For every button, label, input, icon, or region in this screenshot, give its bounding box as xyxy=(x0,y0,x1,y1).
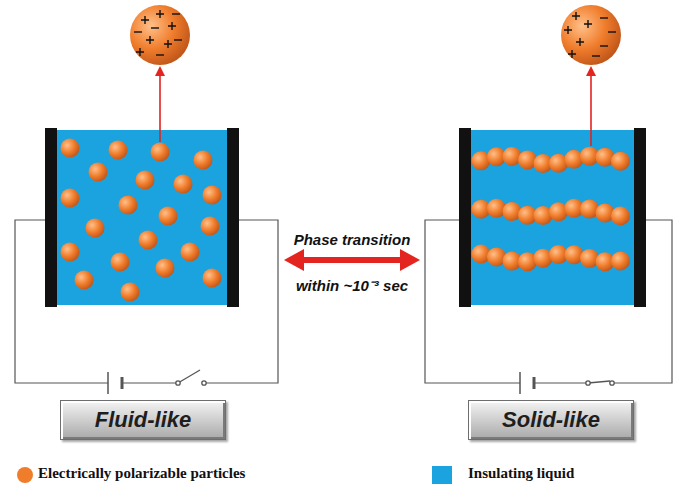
battery-symbol xyxy=(108,372,534,394)
zoom-particle xyxy=(130,5,621,65)
particle xyxy=(86,219,105,238)
transition-label: Phase transition xyxy=(294,231,411,248)
plus-sign xyxy=(164,40,172,48)
cell xyxy=(45,128,646,307)
charge-signs xyxy=(134,10,616,58)
particle xyxy=(121,283,140,302)
switch-symbol xyxy=(176,370,614,385)
legend-swatch xyxy=(432,466,452,484)
particle xyxy=(89,163,108,182)
minus-sign xyxy=(608,31,616,32)
minus-sign xyxy=(151,27,159,28)
plus-sign xyxy=(568,50,576,58)
particle xyxy=(203,269,222,288)
particle xyxy=(151,143,170,162)
particle xyxy=(611,152,630,171)
legend-text: Insulating liquid xyxy=(468,465,574,482)
minus-sign xyxy=(134,31,142,32)
minus-sign xyxy=(600,45,608,46)
state-label: Fluid-like xyxy=(95,407,192,433)
particle xyxy=(61,139,80,158)
zoom-arrow xyxy=(155,66,596,146)
particle xyxy=(611,251,630,270)
particle xyxy=(159,207,178,226)
state-label: Solid-like xyxy=(502,407,600,433)
particle xyxy=(61,243,80,262)
state-label-box: Solid-like xyxy=(468,400,634,440)
minus-sign xyxy=(592,55,600,56)
particle xyxy=(75,271,94,290)
plus-sign xyxy=(156,10,164,18)
plus-sign xyxy=(576,38,584,46)
legend-swatch xyxy=(17,467,33,483)
plus-sign xyxy=(168,22,176,30)
minus-sign xyxy=(174,39,182,40)
particle xyxy=(174,175,193,194)
plus-sign xyxy=(146,36,154,44)
particle xyxy=(61,189,80,208)
legend-text: Electrically polarizable particles xyxy=(38,465,245,482)
state-label-box: Fluid-like xyxy=(60,400,226,440)
plus-sign xyxy=(572,12,580,20)
particle xyxy=(611,206,630,225)
minus-sign xyxy=(172,13,180,14)
particle xyxy=(109,141,128,160)
minus-sign xyxy=(156,54,164,55)
particle xyxy=(139,231,158,250)
transition-label: within ~10⁻³ sec xyxy=(296,275,408,295)
particle xyxy=(156,259,175,278)
particle xyxy=(111,253,130,272)
particle xyxy=(203,186,222,205)
minus-sign xyxy=(600,17,608,18)
particle xyxy=(181,243,200,262)
particle xyxy=(119,196,138,215)
particles xyxy=(61,139,631,302)
plus-sign xyxy=(584,20,592,28)
particle xyxy=(201,217,220,236)
particle xyxy=(194,151,213,170)
particle xyxy=(136,171,155,190)
transition-arrow xyxy=(284,249,420,271)
plus-sign xyxy=(564,26,572,34)
plus-sign xyxy=(141,16,149,24)
plus-sign xyxy=(136,48,144,56)
